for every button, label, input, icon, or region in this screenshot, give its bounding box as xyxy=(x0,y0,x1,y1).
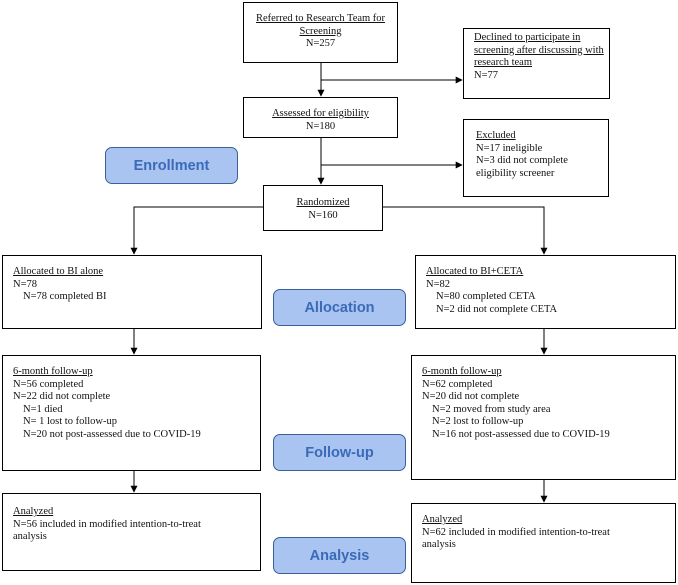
allocated-bi-count: N=78 xyxy=(13,278,38,290)
followup-bi-sub: N=20 not post-assessed due to COVID-19 xyxy=(23,428,201,440)
followup-bi-line: N=22 did not complete xyxy=(13,391,111,402)
followup-bi-sub: N= 1 lost to follow-up xyxy=(23,416,118,427)
stage-enrollment: Enrollment xyxy=(105,147,238,184)
allocated-ceta-box: Allocated to BI+CETA N=82 N=80 completed… xyxy=(415,255,676,329)
allocated-ceta-title: Allocated to BI+CETA xyxy=(426,266,524,277)
followup-bi-title: 6-month follow-up xyxy=(13,366,93,377)
excluded-line: eligibility screener xyxy=(476,167,555,179)
allocated-bi-sub: N=78 completed BI xyxy=(23,291,107,302)
stage-analysis: Analysis xyxy=(273,537,406,574)
followup-ceta-line: N=20 did not complete xyxy=(422,391,520,402)
referred-title: Referred to Research Team for Screening xyxy=(255,13,386,37)
followup-ceta-sub: N=2 moved from study area xyxy=(432,403,551,415)
declined-box: Declined to participate in screening aft… xyxy=(463,28,610,99)
assessed-title: Assessed for eligibility xyxy=(272,108,369,119)
followup-ceta-title: 6-month follow-up xyxy=(422,366,502,377)
assessed-box: Assessed for eligibility N=180 xyxy=(243,97,398,138)
allocated-ceta-sub: N=2 did not complete CETA xyxy=(436,303,558,315)
stage-followup: Follow-up xyxy=(273,434,406,471)
allocated-ceta-count: N=82 xyxy=(426,278,451,290)
allocated-bi-title: Allocated to BI alone xyxy=(13,266,104,277)
randomized-count: N=160 xyxy=(308,209,338,221)
assessed-count: N=180 xyxy=(305,120,336,132)
followup-ceta-sub: N=16 not post-assessed due to COVID-19 xyxy=(432,428,610,440)
arrow-randomized-to-bi xyxy=(130,206,263,255)
referred-box: Referred to Research Team for Screening … xyxy=(243,2,398,63)
randomized-box: Randomized N=160 xyxy=(263,185,383,231)
analyzed-ceta-line: N=62 included in modified intention-to-t… xyxy=(422,526,610,538)
followup-bi-line: N=56 completed xyxy=(13,378,84,390)
arrow-randomized-to-ceta xyxy=(383,206,548,255)
declined-title: Declined to participate in screening aft… xyxy=(474,32,604,68)
randomized-title: Randomized xyxy=(296,197,350,208)
allocated-bi-box: Allocated to BI alone N=78 N=78 complete… xyxy=(2,255,262,329)
followup-bi-sub: N=1 died xyxy=(23,403,63,415)
analyzed-bi-title: Analyzed xyxy=(13,506,54,517)
analyzed-bi-line: analysis xyxy=(13,531,47,542)
excluded-title: Excluded xyxy=(476,130,516,141)
declined-count: N=77 xyxy=(474,69,499,81)
analyzed-bi-line: N=56 included in modified intention-to-t… xyxy=(13,518,201,530)
followup-ceta-sub: N=2 lost to follow-up xyxy=(432,416,524,427)
analyzed-bi-box: Analyzed N=56 included in modified inten… xyxy=(2,493,261,571)
followup-bi-box: 6-month follow-up N=56 completed N=22 di… xyxy=(2,355,261,471)
allocated-ceta-sub: N=80 completed CETA xyxy=(436,291,536,302)
excluded-line: N=3 did not complete xyxy=(476,155,568,166)
analyzed-ceta-box: Analyzed N=62 included in modified inten… xyxy=(411,503,676,583)
excluded-box: Excluded N=17 ineligible N=3 did not com… xyxy=(463,119,609,197)
analyzed-ceta-line: analysis xyxy=(422,539,456,550)
followup-ceta-line: N=62 completed xyxy=(422,378,493,390)
stage-allocation: Allocation xyxy=(273,289,406,326)
excluded-line: N=17 ineligible xyxy=(476,142,543,154)
analyzed-ceta-title: Analyzed xyxy=(422,514,463,525)
referred-count: N=257 xyxy=(305,38,336,49)
followup-ceta-box: 6-month follow-up N=62 completed N=20 di… xyxy=(411,355,676,480)
